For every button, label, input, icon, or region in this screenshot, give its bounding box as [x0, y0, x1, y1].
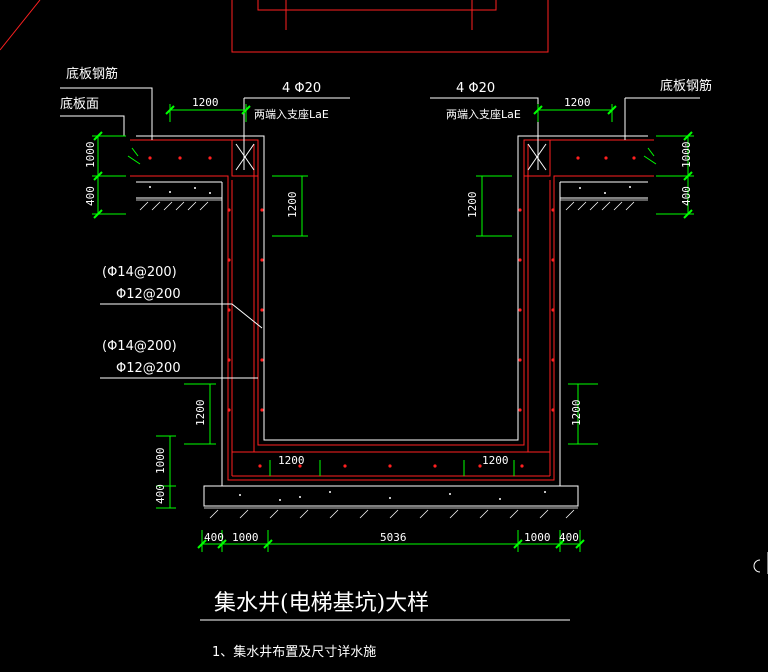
dimension-lines [92, 104, 694, 552]
dim-bottom-left-400: 400 [154, 484, 167, 504]
dim-left-400: 400 [84, 186, 97, 206]
dimension-ticks [93, 105, 693, 549]
dim-base-left-1200: 1200 [278, 454, 305, 467]
dim-top-right-1200: 1200 [564, 96, 591, 109]
dim-bottom-3: 1000 [524, 531, 551, 544]
dim-bottom-1: 1000 [232, 531, 259, 544]
rebar-dots [148, 156, 636, 468]
label-rebar-main-left: 4 Φ20 [282, 81, 321, 96]
dim-bottom-2: 5036 [380, 531, 407, 544]
dim-left-wall-1200: 1200 [286, 192, 299, 219]
label-bottom-slab-face: 底板面 [60, 96, 99, 112]
drawing-title: 集水井(电梯基坑)大样 [214, 591, 429, 616]
dim-bottom-left-1000: 1000 [154, 448, 167, 475]
dim-left-lower-1200: 1200 [194, 400, 207, 427]
leader-lines [60, 87, 700, 379]
label-wall-rebar-1b: Φ12@200 [116, 287, 181, 302]
label-rebar-main-right: 4 Φ20 [456, 81, 495, 96]
dim-right-1000: 1000 [680, 142, 693, 169]
rebar-lines [130, 139, 654, 481]
label-bottom-slab-rebar-left: 底板钢筋 [66, 66, 118, 82]
dim-top-left-1200: 1200 [192, 96, 219, 109]
dim-right-wall-1200: 1200 [466, 192, 479, 219]
label-wall-rebar-2a: (Φ14@200) [102, 339, 177, 354]
dim-base-right-1200: 1200 [482, 454, 509, 467]
dim-bottom-0: 400 [204, 531, 224, 544]
dim-left-1000: 1000 [84, 142, 97, 169]
drawing-note: 1、集水井布置及尺寸详水施 [212, 644, 376, 660]
dim-right-400: 400 [680, 186, 693, 206]
label-wall-rebar-1a: (Φ14@200) [102, 265, 177, 280]
dim-right-lower-1200: 1200 [570, 400, 583, 427]
label-bottom-slab-rebar-right: 底板钢筋 [660, 78, 712, 94]
label-anchor-left: 两端入支座LaE [254, 107, 329, 121]
right-edge-remnant [753, 552, 768, 574]
label-wall-rebar-2b: Φ12@200 [116, 361, 181, 376]
slab-cushion-speckles [149, 186, 631, 501]
top-red-outline [0, 0, 549, 53]
label-anchor-right: 两端入支座LaE [446, 107, 521, 121]
dim-bottom-4: 400 [559, 531, 579, 544]
pit-concrete-outline [136, 135, 648, 507]
corner-x-marks [235, 143, 547, 171]
soil-hatching [136, 199, 648, 519]
